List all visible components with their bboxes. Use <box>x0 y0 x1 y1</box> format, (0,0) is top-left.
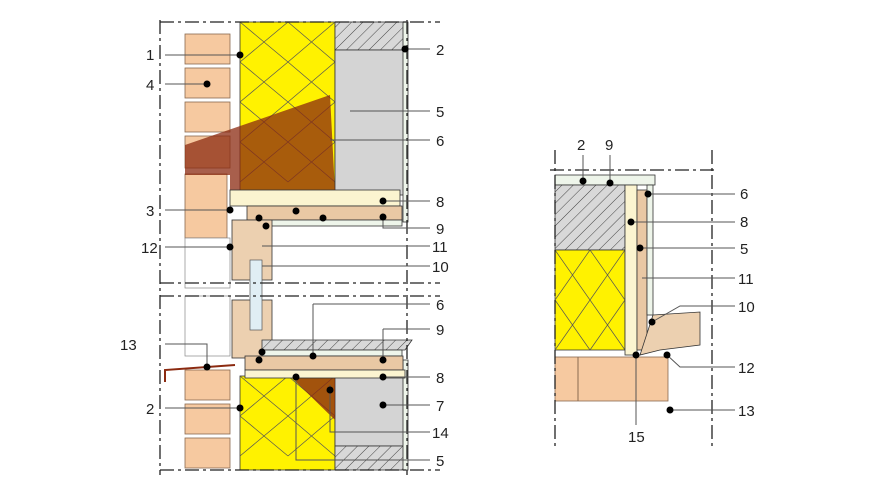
callout-r9: 9 <box>605 137 613 154</box>
callout-9-lower: 9 <box>436 322 444 339</box>
callout-r13: 13 <box>738 403 755 420</box>
callout-6: 6 <box>436 133 444 150</box>
left-callouts <box>165 45 430 461</box>
concrete-hatch-top <box>334 21 406 51</box>
callout-6-lower: 6 <box>436 297 444 314</box>
callout-5: 5 <box>436 104 444 121</box>
callout-13: 13 <box>120 337 137 354</box>
brick-facade-lower <box>184 369 231 469</box>
window-frame <box>231 219 273 359</box>
callout-2-lower: 2 <box>146 401 154 418</box>
lintel-shadow <box>185 95 335 192</box>
callout-8: 8 <box>436 194 444 211</box>
callout-10: 10 <box>432 259 449 276</box>
concrete-wall-lower <box>334 375 406 447</box>
callout-8-lower: 8 <box>436 370 444 387</box>
left-section-detail <box>159 20 440 475</box>
right-plan-detail <box>550 150 715 450</box>
callout-r15: 15 <box>628 429 645 446</box>
right-callouts <box>579 155 735 425</box>
callout-5-lower: 5 <box>436 453 444 470</box>
callout-r8: 8 <box>740 214 748 231</box>
right-labels: 2 9 6 8 5 11 10 12 13 15 <box>577 137 755 446</box>
callout-9: 9 <box>436 221 444 238</box>
callout-r5: 5 <box>740 241 748 258</box>
callout-12: 12 <box>141 240 158 257</box>
insulation-right <box>554 249 626 351</box>
concrete-wall-upper <box>334 49 406 196</box>
callout-14: 14 <box>432 425 449 442</box>
callout-r11: 11 <box>738 271 754 288</box>
callout-3: 3 <box>146 203 154 220</box>
sill-shadow <box>290 376 335 420</box>
callout-r2: 2 <box>577 137 585 154</box>
callout-7: 7 <box>436 398 444 415</box>
callout-2: 2 <box>436 42 444 59</box>
callout-r6: 6 <box>740 186 748 203</box>
callout-r12: 12 <box>738 360 755 377</box>
callout-11: 11 <box>432 239 448 256</box>
left-labels: 1 2 4 5 6 3 8 9 12 11 10 6 9 13 8 2 7 14… <box>120 42 449 470</box>
concrete-hatch-bottom <box>334 445 406 471</box>
callout-r10: 10 <box>738 299 755 316</box>
callout-1: 1 <box>146 47 154 64</box>
callout-4: 4 <box>146 77 154 94</box>
